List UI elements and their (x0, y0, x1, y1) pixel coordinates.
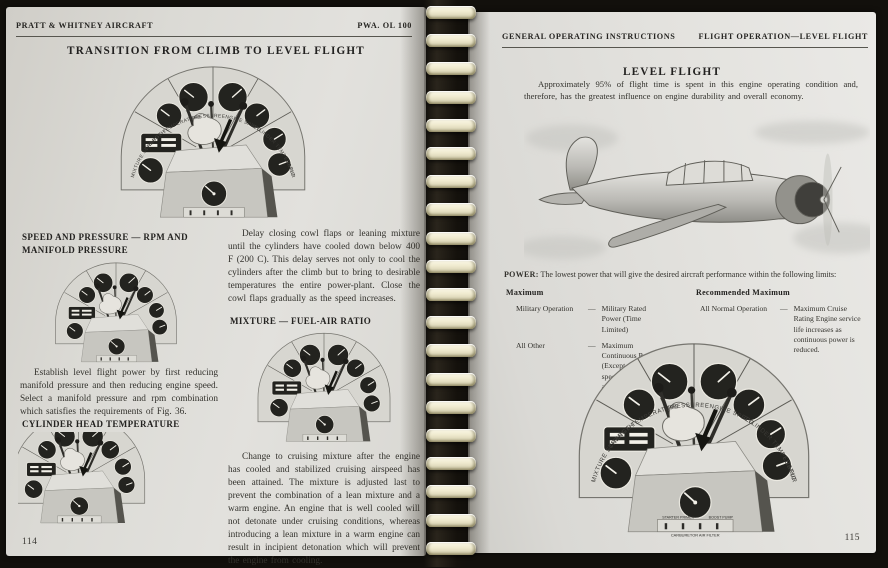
binding-ring (426, 344, 476, 358)
para-change-to-cruising: Change to cruising mixture after the eng… (228, 452, 420, 567)
right-section-head: FLIGHT OPERATION—LEVEL FLIGHT (698, 32, 868, 41)
heading-cylinder-head-temperature: CYLINDER HEAD TEMPERATURE (22, 419, 180, 429)
cylinder-temp-panel-illustration (18, 432, 147, 525)
binding-ring (426, 90, 476, 104)
console-label-carburetor: CARBURETOR AIR FILTER (671, 533, 720, 538)
transition-panel-illustration: MIXTURE STRENGTH CHARGE TEMPERATURE PRES… (113, 61, 307, 219)
binding-ring (426, 147, 476, 160)
binding-ring (426, 231, 476, 245)
binding-ring (426, 372, 476, 386)
binding-ring (426, 400, 476, 414)
panel-label-pressure: PRESSURE (666, 402, 704, 412)
limits-column-recommended: All Normal Operation — Maximum Cruise Ra… (700, 304, 868, 361)
left-page: PRATT & WHITNEY AIRCRAFT PWA. OL 100 TRA… (6, 7, 426, 566)
limits-recommended-heading: Recommended Maximum (696, 288, 790, 297)
console-label-boost-pump: BOOST PUMP (709, 515, 734, 519)
limit-dash: — (588, 340, 596, 350)
airplane-illustration (524, 120, 870, 260)
binding-ring (426, 6, 476, 19)
limit-dash: — (588, 304, 596, 313)
heading-mixture-fuel-air: MIXTURE — FUEL-AIR RATIO (230, 316, 372, 326)
binding-ring (426, 259, 476, 273)
limits-maximum-heading: Maximum (506, 288, 544, 297)
para-establish-level-flight: Establish level flight power by first re… (20, 368, 218, 418)
mixture-panel-illustration (256, 331, 392, 443)
binding-ring (426, 62, 476, 76)
limit-def: Maximum Cruise Rating Engine service lif… (793, 304, 861, 354)
power-label: POWER: (504, 270, 539, 279)
binding-ring (426, 118, 476, 132)
binding-ring (426, 288, 476, 301)
right-running-head: GENERAL OPERATING INSTRUCTIONS (502, 32, 676, 41)
binding-ring (426, 429, 476, 442)
comb-binding (424, 0, 470, 567)
binding-ring (426, 485, 476, 499)
left-doc-number: PWA. OL 100 (357, 21, 412, 30)
limit-term: All Other (516, 340, 545, 350)
binding-ring (426, 316, 476, 330)
level-flight-panel-illustration: MIXTURE STRENGTH CHARGE TEMPERATURE PRES… (572, 336, 816, 538)
limit-term: All Normal Operation (700, 304, 768, 313)
binding-ring (426, 457, 476, 471)
left-page-title: TRANSITION FROM CLIMB TO LEVEL FLIGHT (67, 45, 365, 57)
power-text: The lowest power that will give the desi… (540, 270, 837, 279)
binding-ring (426, 203, 476, 217)
left-page-number: 114 (22, 537, 38, 547)
panel-label-pressure: PRESSURE (191, 113, 222, 122)
speed-pressure-panel-illustration (54, 261, 178, 363)
right-page-title: LEVEL FLIGHT (622, 66, 722, 78)
para-level-flight-intro: Approximately 95% of flight time is spen… (524, 79, 858, 102)
right-page: GENERAL OPERATING INSTRUCTIONS FLIGHT OP… (468, 12, 876, 553)
limit-dash: — (780, 304, 788, 313)
binding-ring (426, 541, 476, 555)
console-label-starter-primer: STARTER PRIMER (662, 515, 694, 519)
binding-ring (426, 175, 476, 189)
limit-term: Military Operation (516, 304, 574, 313)
limit-def: Military Rated Power (Time Limited) (601, 304, 647, 334)
left-running-head: PRATT & WHITNEY AIRCRAFT (16, 21, 154, 30)
power-paragraph: POWER: The lowest power that will give t… (504, 270, 870, 279)
airplane-shape (538, 136, 842, 248)
binding-ring (426, 513, 476, 527)
heading-speed-pressure: SPEED AND PRESSURE — RPM AND MANIFOLD PR… (22, 232, 188, 256)
binding-ring (426, 34, 476, 48)
limit-row: Military Operation — Military Rated Powe… (516, 304, 666, 335)
para-delay-cowl-flaps: Delay closing cowl flaps or leaning mixt… (228, 229, 420, 305)
right-page-number: 115 (844, 533, 860, 543)
limit-row: All Normal Operation — Maximum Cruise Ra… (700, 304, 868, 355)
